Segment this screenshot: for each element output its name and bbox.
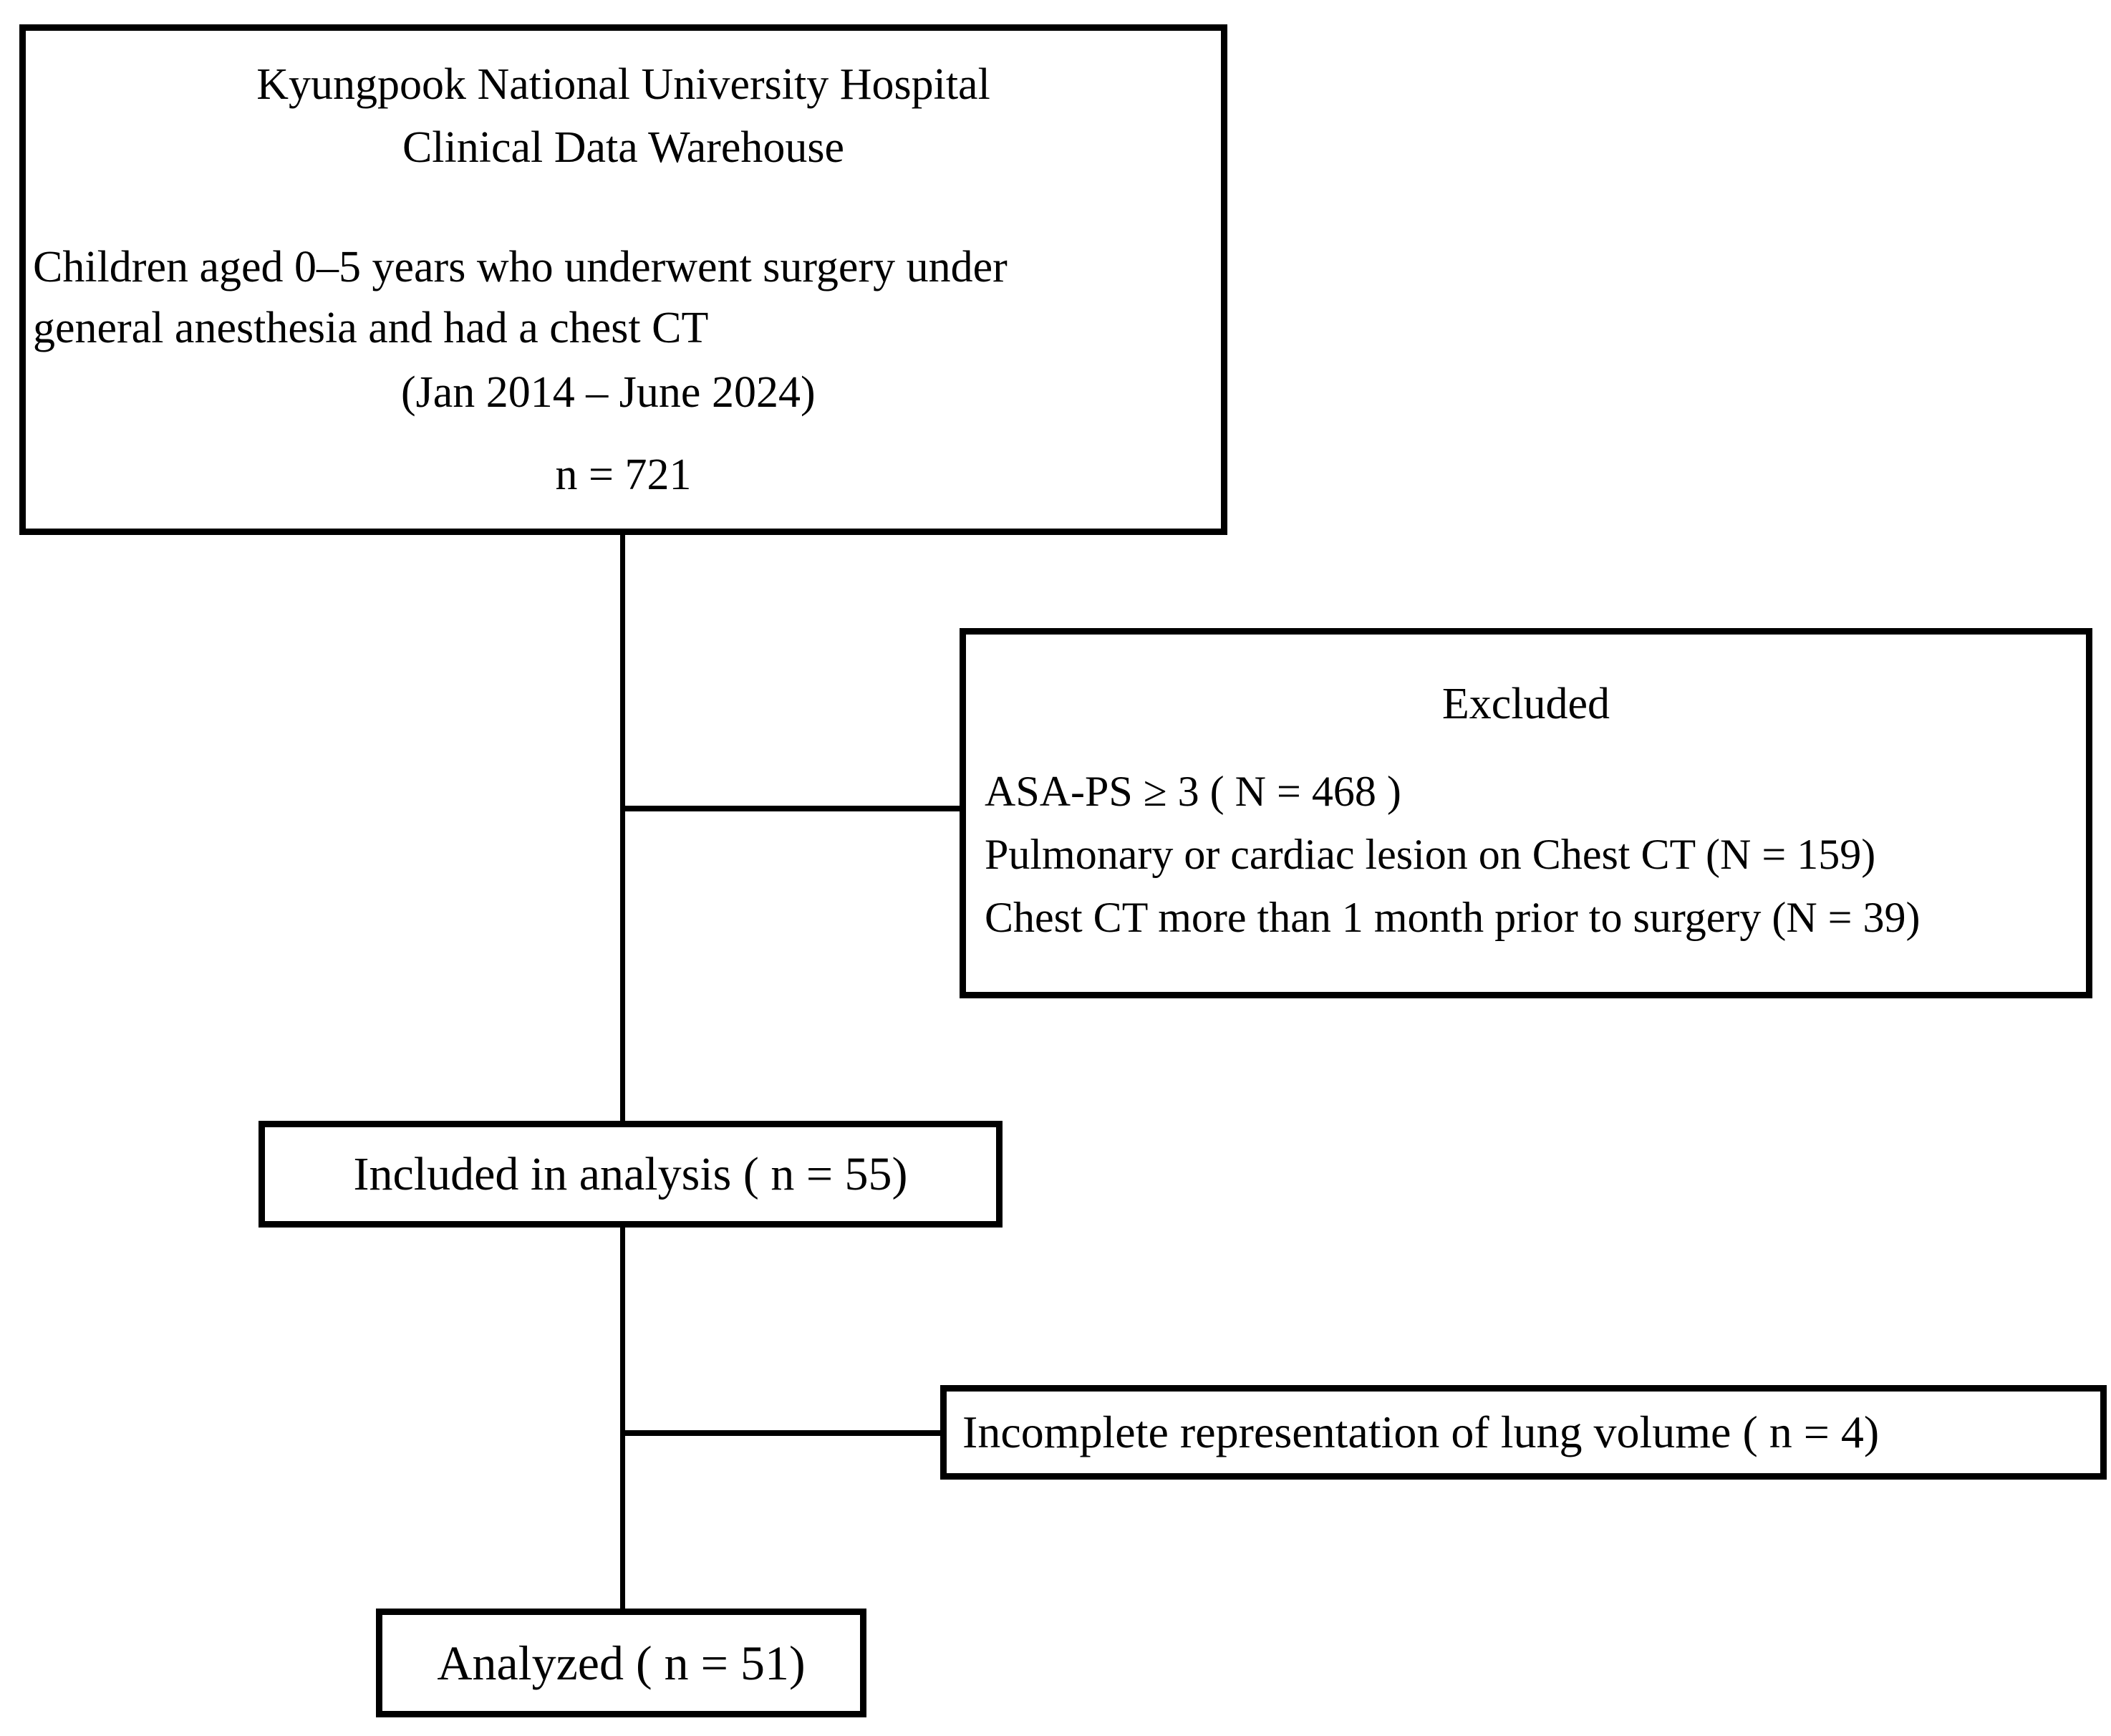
- excluded-reason-lesion: Pulmonary or cardiac lesion on Chest CT …: [985, 831, 1876, 878]
- connector-vertical-top: [620, 535, 625, 1121]
- source-criteria-line2: general anesthesia and had a chest CT: [33, 304, 709, 352]
- incomplete-label: Incomplete representation of lung volume…: [962, 1407, 1880, 1457]
- connector-branch-excluded: [621, 806, 960, 811]
- included-box: Included in analysis ( n = 55): [259, 1121, 1003, 1228]
- source-title-line1: Kyungpook National University Hospital: [256, 60, 990, 109]
- incomplete-exclusion-box: Incomplete representation of lung volume…: [940, 1385, 2107, 1480]
- source-date-range: (Jan 2014 – June 2024): [401, 368, 816, 417]
- source-title-line2: Clinical Data Warehouse: [402, 123, 845, 172]
- source-count: n = 721: [555, 450, 692, 499]
- connector-vertical-bottom: [620, 1228, 625, 1609]
- excluded-box: Excluded ASA-PS ≥ 3 ( N = 468 ) Pulmonar…: [960, 628, 2092, 998]
- connector-branch-incomplete: [621, 1430, 940, 1436]
- analyzed-label: Analyzed ( n = 51): [437, 1635, 806, 1690]
- included-label: Included in analysis ( n = 55): [353, 1147, 908, 1200]
- analyzed-box: Analyzed ( n = 51): [376, 1609, 866, 1717]
- excluded-heading: Excluded: [1441, 680, 1610, 728]
- source-population-box: Kyungpook National University Hospital C…: [19, 24, 1227, 535]
- excluded-reason-asa: ASA-PS ≥ 3 ( N = 468 ): [985, 768, 1401, 815]
- source-criteria-line1: Children aged 0–5 years who underwent su…: [33, 243, 1008, 291]
- excluded-reason-ct-timing: Chest CT more than 1 month prior to surg…: [985, 894, 1921, 941]
